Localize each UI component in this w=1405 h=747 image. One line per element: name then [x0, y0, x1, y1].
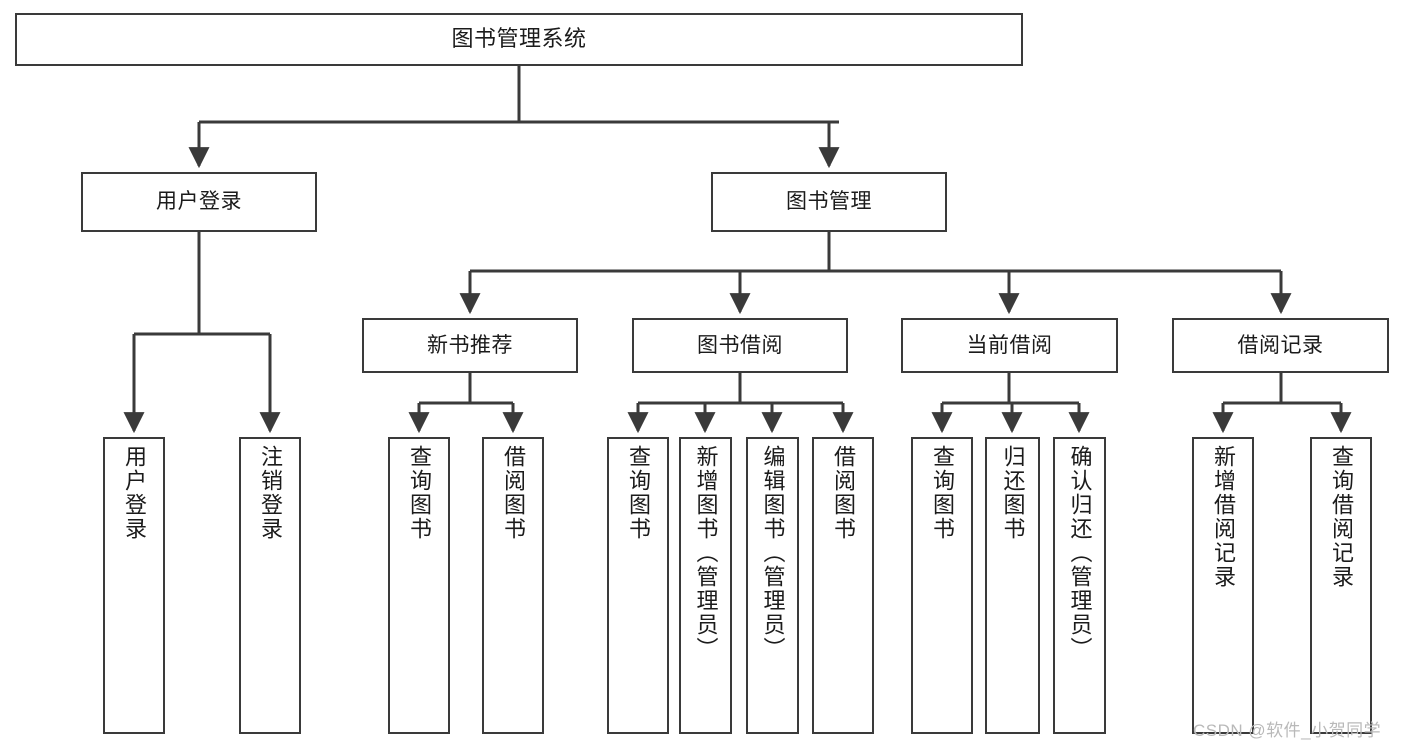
node-book-borrow[interactable]: 图书借阅: [632, 318, 848, 373]
node-leaf-confirm-return-label: 确认归还（管理员）: [1067, 445, 1093, 661]
node-leaf-add-record[interactable]: 新增借阅记录: [1192, 437, 1254, 734]
node-leaf-confirm-return[interactable]: 确认归还（管理员）: [1053, 437, 1106, 734]
node-leaf-query-book-2-label: 查询图书: [626, 445, 651, 541]
node-leaf-edit-book[interactable]: 编辑图书（管理员）: [746, 437, 799, 734]
node-leaf-query-book-3-label: 查询图书: [930, 445, 955, 541]
node-current-borrow-label: 当前借阅: [966, 333, 1053, 357]
node-leaf-add-book-label: 新增图书（管理员）: [693, 445, 719, 661]
node-leaf-borrow-book-1[interactable]: 借阅图书: [482, 437, 544, 734]
node-book-borrow-label: 图书借阅: [697, 333, 783, 357]
node-book-manage-label: 图书管理: [786, 190, 872, 214]
node-leaf-borrow-book-2-label: 借阅图书: [831, 445, 856, 541]
node-root[interactable]: 图书管理系统: [15, 13, 1023, 66]
node-leaf-return-book-label: 归还图书: [1000, 445, 1026, 541]
node-leaf-query-book-2[interactable]: 查询图书: [607, 437, 669, 734]
watermark: CSDN @软件_小贺同学: [1193, 716, 1381, 741]
node-root-label: 图书管理系统: [451, 26, 587, 52]
node-leaf-query-book-3[interactable]: 查询图书: [911, 437, 973, 734]
node-leaf-borrow-book-1-label: 借阅图书: [501, 445, 526, 541]
node-book-manage[interactable]: 图书管理: [711, 172, 947, 232]
node-leaf-user-logout[interactable]: 注销登录: [239, 437, 301, 734]
node-leaf-query-book-1-label: 查询图书: [407, 445, 432, 541]
node-borrow-record[interactable]: 借阅记录: [1172, 318, 1389, 373]
node-borrow-record-label: 借阅记录: [1237, 333, 1324, 357]
node-leaf-user-login[interactable]: 用户登录: [103, 437, 165, 734]
node-leaf-add-book[interactable]: 新增图书（管理员）: [679, 437, 732, 734]
node-user-login[interactable]: 用户登录: [81, 172, 317, 232]
node-current-borrow[interactable]: 当前借阅: [901, 318, 1118, 373]
node-new-book-rec-label: 新书推荐: [427, 333, 513, 357]
node-leaf-user-login-label: 用户登录: [122, 445, 147, 541]
node-user-login-label: 用户登录: [156, 190, 242, 214]
node-leaf-query-record-label: 查询借阅记录: [1329, 445, 1354, 589]
node-new-book-rec[interactable]: 新书推荐: [362, 318, 578, 373]
node-leaf-query-record[interactable]: 查询借阅记录: [1310, 437, 1372, 734]
watermark-text: CSDN @软件_小贺同学: [1193, 721, 1382, 740]
node-leaf-borrow-book-2[interactable]: 借阅图书: [812, 437, 874, 734]
node-leaf-query-book-1[interactable]: 查询图书: [388, 437, 450, 734]
node-leaf-return-book[interactable]: 归还图书: [985, 437, 1040, 734]
node-leaf-edit-book-label: 编辑图书（管理员）: [760, 445, 786, 661]
node-leaf-user-logout-label: 注销登录: [258, 445, 283, 541]
node-leaf-add-record-label: 新增借阅记录: [1211, 445, 1236, 589]
